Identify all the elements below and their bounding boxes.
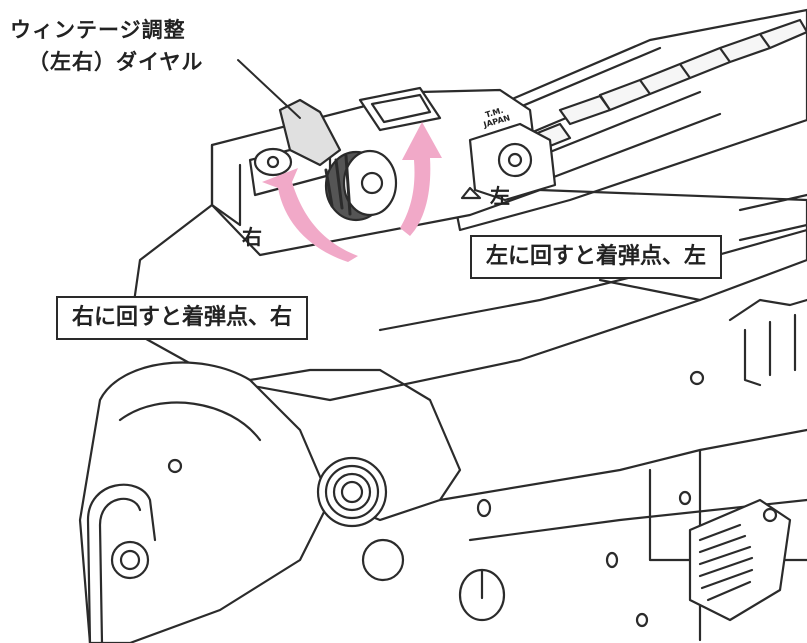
windage-dial-label-line2: （左右）ダイヤル xyxy=(28,50,204,74)
dial-leader-line xyxy=(237,59,301,119)
windage-dial-label-line1: ウィンテージ調整 xyxy=(10,18,186,42)
upper-receiver xyxy=(128,188,807,402)
forward-assist xyxy=(316,456,405,582)
right-turn-arrow xyxy=(262,168,358,262)
windage-dial-label: ウィンテージ調整 （左右）ダイヤル xyxy=(10,14,203,78)
callout-turn-left: 左に回すと着弾点、左 xyxy=(470,235,723,279)
receiver-pins xyxy=(458,370,705,628)
magazine-release xyxy=(688,498,792,622)
direction-label-right: 右 xyxy=(242,225,262,249)
callout-turn-right: 右に回すと着弾点、右 xyxy=(56,296,309,340)
left-turn-arrow xyxy=(400,122,442,236)
windage-dial xyxy=(253,98,398,222)
direction-label-left: 左 xyxy=(490,184,510,208)
sling-loop xyxy=(86,483,157,643)
rotation-arrows xyxy=(262,122,442,262)
